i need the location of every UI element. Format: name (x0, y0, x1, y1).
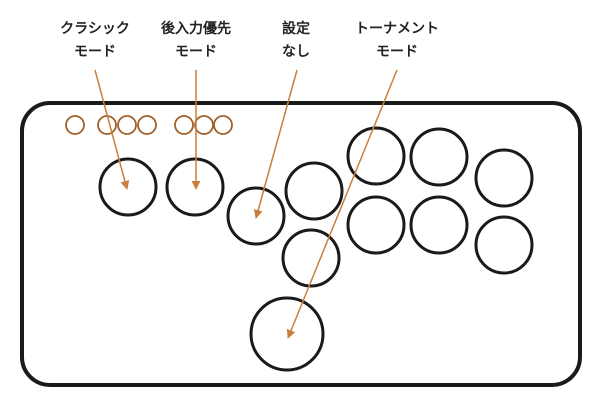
arrow-tournament (286, 69, 398, 339)
attack-button (281, 228, 341, 288)
label-line1: 設定 (282, 20, 310, 37)
label-line2: モード (74, 44, 116, 60)
attack-button (409, 195, 469, 255)
small-button (65, 115, 85, 135)
attack-button (346, 195, 406, 255)
button-down (165, 157, 225, 217)
label-classic-mode: クラシック モード (60, 21, 130, 60)
label-line2: なし (282, 44, 310, 60)
label-last-input-priority-mode: 後入力優先 モード (161, 20, 231, 60)
attack-button (346, 126, 406, 186)
arrow-no-setting (253, 69, 298, 219)
label-line2: モード (175, 44, 217, 60)
label-line2: モード (376, 44, 418, 60)
small-button (174, 115, 194, 135)
button-left (98, 157, 158, 217)
label-line1: トーナメント (355, 21, 439, 37)
attack-button (474, 148, 534, 208)
label-no-setting: 設定 なし (282, 20, 310, 60)
small-button (137, 115, 157, 135)
attack-button (284, 161, 344, 221)
attack-button (409, 127, 469, 187)
label-line1: 後入力優先 (161, 20, 231, 37)
small-button (117, 115, 137, 135)
small-button (213, 115, 233, 135)
large-buttons (98, 126, 534, 372)
small-button (97, 115, 117, 135)
arrows (94, 69, 398, 339)
button-up (249, 296, 325, 372)
button-right (226, 186, 286, 246)
arrow-classic (94, 69, 130, 190)
small-button (194, 115, 214, 135)
attack-button (474, 215, 534, 275)
label-tournament-mode: トーナメント モード (355, 21, 439, 60)
label-line1: クラシック (60, 21, 130, 37)
controller-outline (20, 101, 582, 387)
small-buttons (65, 115, 233, 135)
